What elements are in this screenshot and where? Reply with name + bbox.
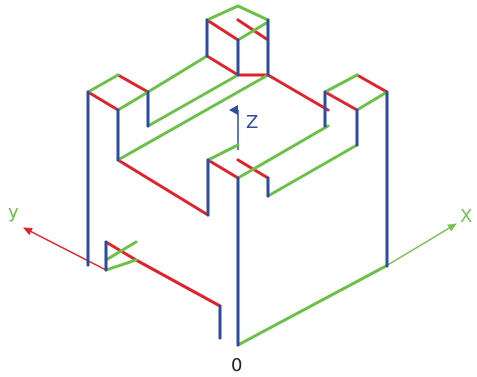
- x-direction-edges: [86, 4, 389, 347]
- y-axis-arrow: [23, 227, 107, 271]
- y-direction-edges: [86, 18, 389, 308]
- z-direction-edges: [86, 18, 389, 347]
- x-axis-label: X: [460, 206, 472, 227]
- origin-label: 0: [231, 355, 242, 376]
- z-axis-label: Z: [246, 112, 258, 133]
- axes: [23, 105, 457, 271]
- y-axis-label: y: [8, 202, 19, 223]
- x-axis-arrow: [385, 223, 457, 267]
